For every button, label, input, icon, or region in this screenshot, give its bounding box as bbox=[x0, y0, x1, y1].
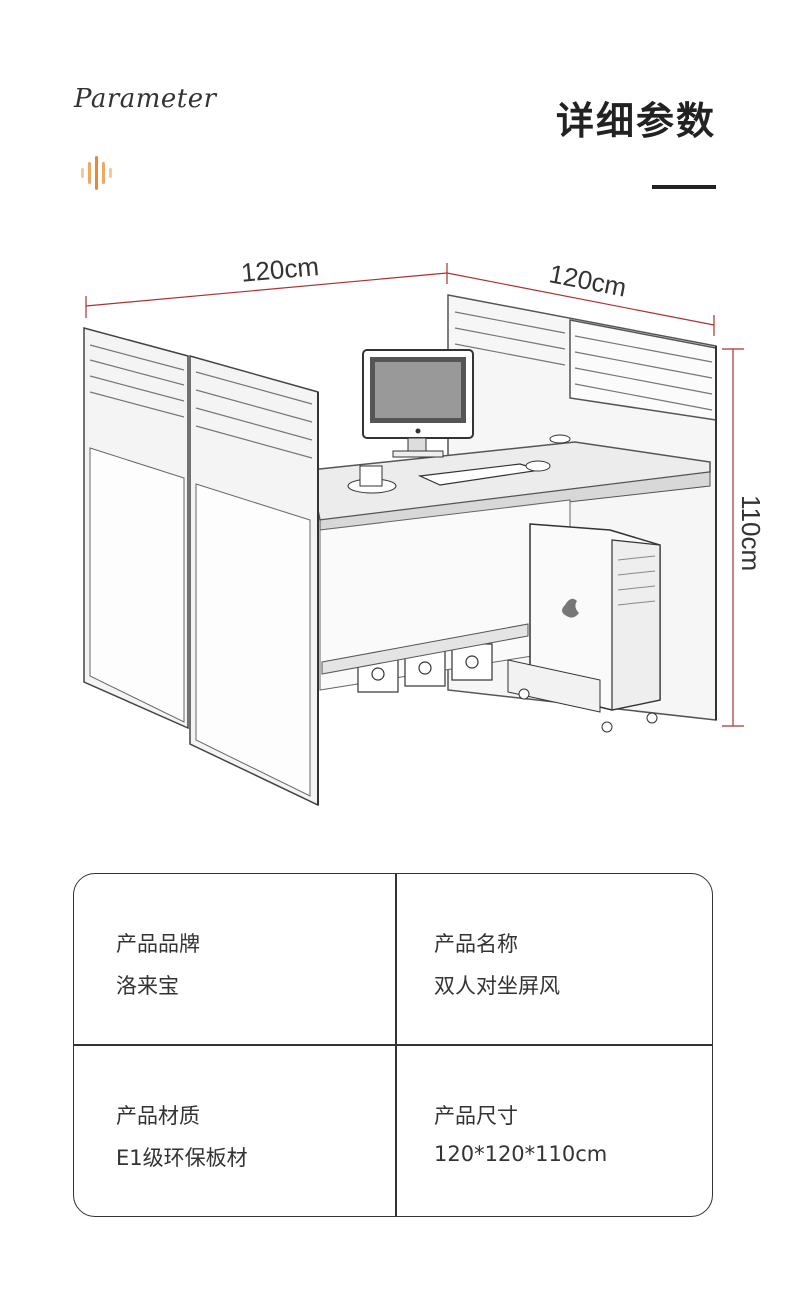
spec-cell-brand: 产品品牌 洛来宝 bbox=[74, 874, 394, 1044]
dimension-lines bbox=[85, 263, 744, 727]
depth-dimension: 120cm bbox=[547, 258, 629, 302]
spec-label: 产品名称 bbox=[434, 932, 518, 956]
spec-cell-name: 产品名称 双人对坐屏风 bbox=[394, 874, 712, 1044]
spec-value: 双人对坐屏风 bbox=[434, 974, 560, 998]
width-dimension: 120cm bbox=[240, 251, 320, 288]
page-title: 详细参数 bbox=[555, 99, 716, 143]
script-title: Parameter bbox=[74, 84, 217, 114]
monitor-illustration bbox=[362, 349, 474, 458]
workstation-illustration: 120cm 120cm 110cm bbox=[83, 251, 766, 807]
spec-cell-size: 产品尺寸 120*120*110cm bbox=[394, 1046, 712, 1216]
spec-value: 120*120*110cm bbox=[434, 1142, 608, 1166]
tower-computer-illustration bbox=[507, 523, 661, 733]
spec-label: 产品尺寸 bbox=[434, 1104, 518, 1128]
spec-value: 洛来宝 bbox=[116, 974, 179, 998]
height-dimension: 110cm bbox=[736, 495, 766, 571]
spec-label: 产品材质 bbox=[116, 1104, 200, 1128]
spec-label: 产品品牌 bbox=[116, 932, 200, 956]
spec-value: E1级环保板材 bbox=[116, 1146, 248, 1170]
table-divider-horizontal bbox=[74, 1044, 712, 1046]
spec-cell-material: 产品材质 E1级环保板材 bbox=[74, 1046, 394, 1216]
sound-wave-icon bbox=[81, 156, 112, 190]
spec-table: 产品品牌 洛来宝 产品名称 双人对坐屏风 产品材质 E1级环保板材 产品尺寸 1… bbox=[73, 873, 713, 1217]
title-underline bbox=[652, 185, 716, 189]
